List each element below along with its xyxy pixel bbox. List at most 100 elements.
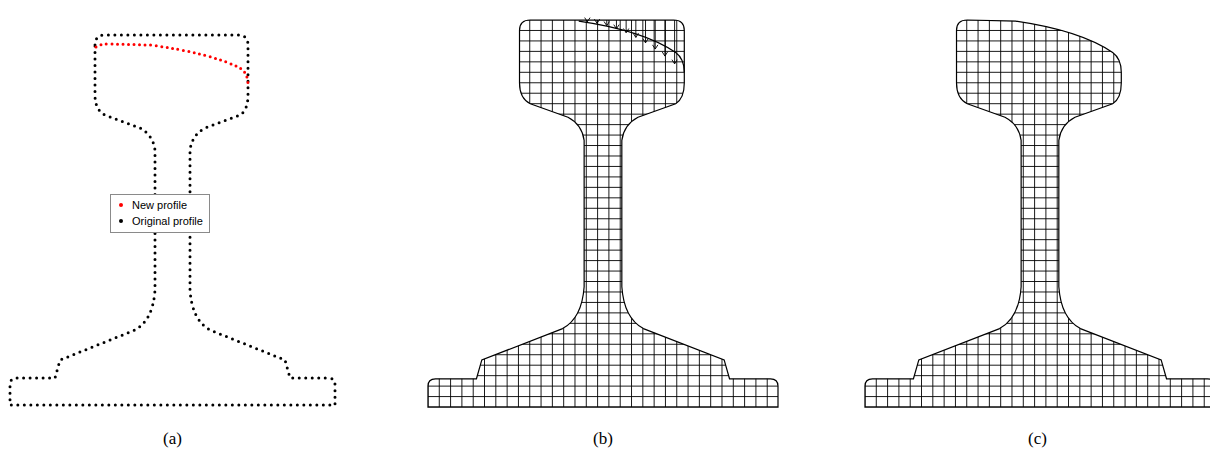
displacement-vector xyxy=(655,45,658,49)
legend-box: New profileOriginal profile xyxy=(110,194,210,233)
mesh-line xyxy=(1125,15,1126,412)
displacement-vector xyxy=(653,45,656,49)
displacement-vector xyxy=(645,20,646,43)
mesh-line xyxy=(427,15,428,412)
mesh-line xyxy=(1192,15,1193,412)
mesh-line xyxy=(597,15,598,412)
mesh-line xyxy=(860,187,1210,188)
mesh-line xyxy=(1204,15,1205,412)
mesh-line xyxy=(1136,15,1137,412)
mesh-line xyxy=(423,145,784,146)
legend-text: New profile xyxy=(132,197,187,213)
mesh-line xyxy=(423,333,784,334)
mesh-line xyxy=(860,344,1210,345)
mesh-line xyxy=(654,15,655,412)
mesh-line xyxy=(423,291,784,292)
mesh-line xyxy=(860,239,1210,240)
mesh-line xyxy=(563,15,564,412)
mesh-line xyxy=(733,15,734,412)
mesh-line xyxy=(978,15,979,412)
displacement-vector xyxy=(623,29,626,33)
original-profile xyxy=(10,35,335,405)
displacement-vector xyxy=(585,18,588,22)
mesh-line xyxy=(744,15,745,412)
mesh-line xyxy=(921,15,922,412)
mesh-line xyxy=(423,166,784,167)
mesh-line xyxy=(860,103,1210,104)
mesh-c xyxy=(860,15,1210,412)
mesh-line xyxy=(860,124,1210,125)
mesh-line xyxy=(860,135,1210,136)
mesh-line xyxy=(423,354,784,355)
mesh-line xyxy=(887,15,888,412)
mesh-line xyxy=(910,15,911,412)
displacement-vector xyxy=(646,39,649,43)
mesh-line xyxy=(423,103,784,104)
displacement-vector xyxy=(674,20,675,64)
mesh-line xyxy=(860,312,1210,313)
mesh-line xyxy=(423,72,784,73)
mesh-line xyxy=(541,15,542,412)
mesh-line xyxy=(860,82,1210,83)
mesh-line xyxy=(755,15,756,412)
mesh-line xyxy=(484,15,485,412)
mesh-line xyxy=(423,260,784,261)
mesh-outline xyxy=(865,20,1210,407)
mesh-grid xyxy=(860,15,1210,412)
mesh-line xyxy=(450,15,451,412)
mesh-line xyxy=(860,145,1210,146)
mesh-line xyxy=(423,344,784,345)
mesh-line xyxy=(423,208,784,209)
mesh-line xyxy=(423,323,784,324)
mesh-line xyxy=(423,281,784,282)
mesh-line xyxy=(423,124,784,125)
displacement-vector xyxy=(626,20,627,33)
mesh-line xyxy=(423,312,784,313)
displacement-vectors xyxy=(585,18,678,64)
displacement-vector xyxy=(664,20,665,56)
mesh-line xyxy=(461,15,462,412)
mesh-line xyxy=(860,30,1210,31)
mesh-line xyxy=(710,15,711,412)
displacement-vector xyxy=(655,20,656,49)
mesh-line xyxy=(860,51,1210,52)
legend-swatch xyxy=(119,219,123,223)
mesh-line xyxy=(767,15,768,412)
displacement-vector xyxy=(626,29,629,33)
mesh-line xyxy=(966,15,967,412)
mesh-line xyxy=(860,72,1210,73)
mesh-line xyxy=(665,15,666,412)
mesh-line xyxy=(860,302,1210,303)
mesh-line xyxy=(1034,15,1035,412)
displacement-vector xyxy=(672,60,675,64)
mesh-line xyxy=(860,176,1210,177)
legend-text: Original profile xyxy=(132,213,203,229)
displacement-vector xyxy=(587,18,590,22)
mesh-line xyxy=(423,197,784,198)
mesh-line xyxy=(1079,15,1080,412)
new-profile xyxy=(96,44,248,85)
mesh-line xyxy=(860,229,1210,230)
mesh-line xyxy=(860,114,1210,115)
mesh-line xyxy=(860,281,1210,282)
displacement-vector xyxy=(597,19,600,23)
mesh-line xyxy=(898,15,899,412)
mesh-line xyxy=(423,135,784,136)
mesh-line xyxy=(423,302,784,303)
mesh-line xyxy=(1023,15,1024,412)
mesh-line xyxy=(864,15,865,412)
mesh-line xyxy=(552,15,553,412)
mesh-line xyxy=(423,250,784,251)
mesh-line xyxy=(1091,15,1092,412)
mesh-line xyxy=(423,386,784,387)
mesh-line xyxy=(423,82,784,83)
displacement-vector xyxy=(594,19,597,23)
mesh-line xyxy=(676,15,677,412)
legend-row: New profile xyxy=(116,197,203,213)
mesh-line xyxy=(860,218,1210,219)
mesh-line xyxy=(860,365,1210,366)
mesh-line xyxy=(860,61,1210,62)
displacement-vector xyxy=(616,25,619,29)
mesh-line xyxy=(529,15,530,412)
